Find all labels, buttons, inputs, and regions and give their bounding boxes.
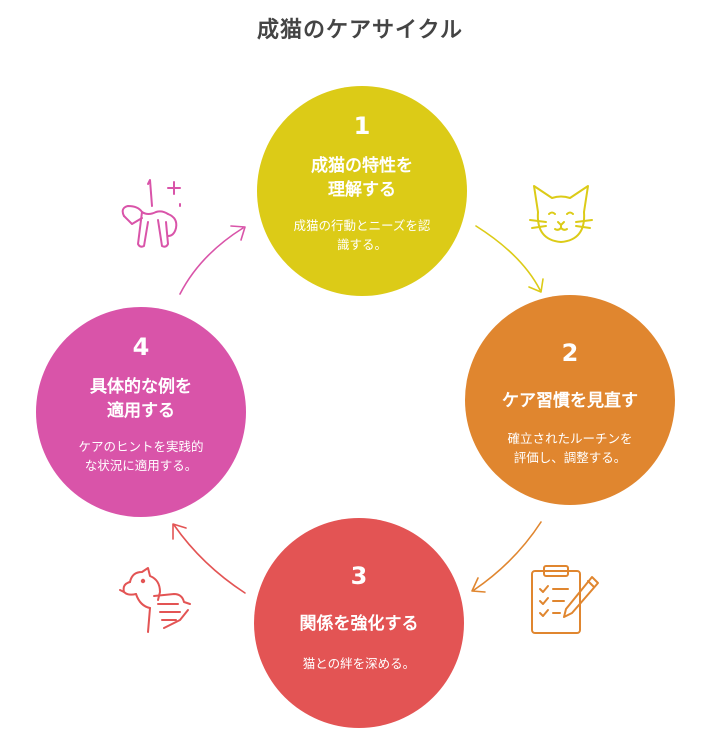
arrow-2-to-3-head bbox=[471, 577, 486, 593]
step-1-desc-line2: 識する。 bbox=[336, 237, 387, 252]
step-2-desc-line1: 確立されたルーチンを bbox=[507, 431, 633, 446]
step-1-circle: 1 成猫の特性を 理解する 成猫の行動とニーズを認 識する。 bbox=[257, 86, 467, 296]
cat-face-icon bbox=[529, 185, 593, 243]
dog-hand-icon bbox=[119, 567, 191, 633]
step-2-heading: ケア習慣を見直す bbox=[502, 391, 638, 411]
step-4-heading-line2: 適用する bbox=[107, 401, 175, 421]
step-1-desc-line1: 成猫の行動とニーズを認 bbox=[293, 218, 431, 233]
step-2-description: 確立されたルーチンを 評価し、調整する。 bbox=[483, 429, 657, 467]
arrow-4-to-1-head bbox=[230, 225, 246, 241]
step-1-heading-line1: 成猫の特性を bbox=[311, 156, 413, 176]
clipboard-pen-icon bbox=[531, 565, 599, 634]
step-4-description: ケアのヒントを実践的 な状況に適用する。 bbox=[54, 437, 228, 475]
arrow-4-to-1 bbox=[179, 227, 244, 295]
step-2-desc-line2: 評価し、調整する。 bbox=[513, 450, 627, 465]
step-3-circle: 3 関係を強化する 猫との絆を深める。 bbox=[254, 518, 464, 728]
step-2-circle: 2 ケア習慣を見直す 確立されたルーチンを 評価し、調整する。 bbox=[465, 295, 675, 505]
step-4-circle: 4 具体的な例を 適用する ケアのヒントを実践的 な状況に適用する。 bbox=[36, 307, 246, 517]
step-3-number: 3 bbox=[350, 562, 368, 590]
step-2-number: 2 bbox=[561, 339, 579, 367]
balloon-dog-icon bbox=[121, 179, 181, 248]
arrow-3-to-4-head bbox=[172, 523, 187, 540]
step-4-desc-line1: ケアのヒントを実践的 bbox=[78, 439, 204, 454]
step-4-heading-line1: 具体的な例を bbox=[90, 377, 192, 397]
arrow-1-to-2-head bbox=[528, 278, 544, 293]
step-1-heading: 成猫の特性を 理解する bbox=[275, 154, 449, 202]
arrow-1-to-2 bbox=[475, 225, 541, 291]
arrow-2-to-3 bbox=[473, 521, 542, 591]
step-3-description: 猫との絆を深める。 bbox=[302, 656, 416, 671]
step-4-desc-line2: な状況に適用する。 bbox=[84, 458, 198, 473]
step-1-number: 1 bbox=[353, 112, 371, 140]
step-1-heading-line2: 理解する bbox=[328, 180, 396, 200]
step-4-number: 4 bbox=[132, 333, 150, 361]
arrow-3-to-4 bbox=[173, 524, 246, 594]
step-4-heading: 具体的な例を 適用する bbox=[54, 375, 228, 423]
step-3-heading: 関係を強化する bbox=[299, 614, 419, 634]
step-1-description: 成猫の行動とニーズを認 識する。 bbox=[275, 216, 449, 254]
page-title: 成猫のケアサイクル bbox=[257, 18, 463, 43]
